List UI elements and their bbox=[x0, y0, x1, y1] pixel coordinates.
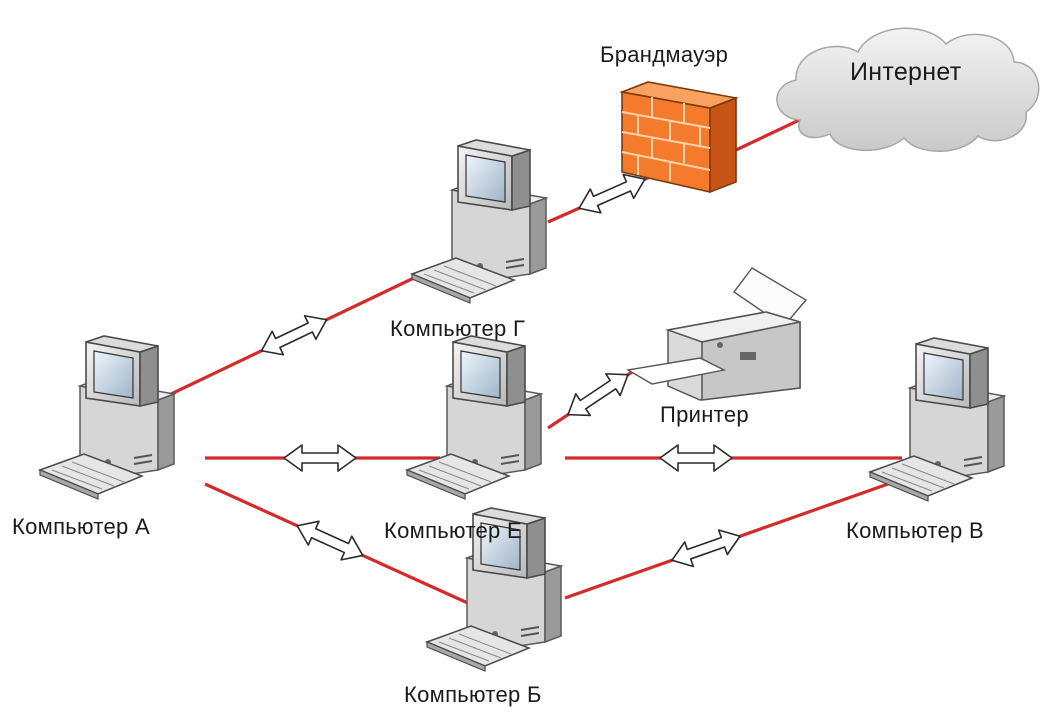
computer-icon-a bbox=[39, 335, 175, 500]
bidirectional-arrow-icon bbox=[291, 513, 369, 569]
node-label-computer-e: Компьютер Е bbox=[384, 518, 522, 543]
node-label-computer-g: Компьютер Г bbox=[390, 316, 526, 341]
computer-icon-v bbox=[869, 337, 1005, 502]
node-label-computer-v: Компьютер В bbox=[846, 518, 984, 543]
computer-icon-g bbox=[411, 139, 547, 304]
bidirectional-arrow-icon bbox=[659, 444, 733, 472]
printer-icon bbox=[625, 267, 808, 401]
firewall-icon bbox=[619, 81, 739, 194]
node-label-printer: Принтер bbox=[660, 402, 749, 427]
cloud-icon bbox=[776, 27, 1040, 152]
bidirectional-arrow-icon bbox=[283, 444, 357, 472]
bidirectional-arrow-icon bbox=[560, 363, 636, 427]
node-label-firewall: Брандмауэр bbox=[600, 42, 729, 67]
computer-icon-e bbox=[406, 335, 542, 500]
bidirectional-arrow-icon bbox=[666, 523, 746, 574]
node-label-computer-a: Компьютер А bbox=[12, 514, 150, 539]
bidirectional-arrow-icon bbox=[255, 307, 333, 364]
node-label-computer-b: Компьютер Б bbox=[404, 682, 542, 707]
node-label-internet: Интернет bbox=[850, 58, 962, 86]
